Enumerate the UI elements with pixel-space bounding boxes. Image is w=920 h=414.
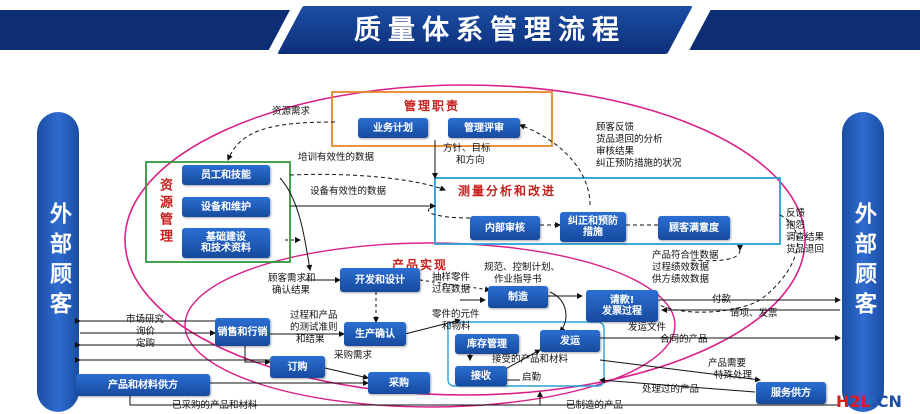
h2l-logo: H2L.CN	[836, 392, 902, 411]
shipping-box[interactable]: 发运	[540, 330, 600, 352]
satisfaction-box[interactable]: 顾客满意度	[658, 216, 730, 240]
invoice-line-2: 发票过程	[602, 306, 642, 317]
label-feedback-1: 顾客反馈	[596, 122, 635, 133]
label-processed: 处理过的产品	[642, 384, 700, 395]
label-start: 启勤	[522, 372, 542, 383]
page-title: 质量体系管理流程	[354, 15, 626, 46]
label-training: 培训有效性的数据	[298, 152, 375, 163]
dev-design-box[interactable]: 开发和设计	[340, 268, 420, 292]
label-right-fb-2: 抱怨	[786, 220, 806, 231]
product-ellipse	[184, 242, 676, 408]
label-sample-1: 抽样零件	[432, 272, 471, 283]
label-right-fb-3: 调查结果	[786, 232, 825, 243]
label-payment: 付款	[712, 294, 732, 305]
management-frame	[331, 91, 553, 147]
label-purchase-needs: 采购需求	[334, 350, 373, 361]
order-box[interactable]: 订购	[270, 356, 325, 378]
label-parts-1: 零件的元件	[432, 309, 480, 320]
label-test-3: 和结果	[296, 334, 325, 345]
service-supplier-box[interactable]: 服务供方	[756, 382, 826, 404]
receiving-box[interactable]: 接收	[455, 366, 507, 386]
label-feedback-2: 货品退回的分析	[596, 134, 663, 145]
label-equipment-data: 设备有效性的数据	[310, 186, 387, 197]
corrective-action-box[interactable]: 纠正和预防 措施	[560, 212, 626, 242]
label-cust-needs-1: 顾客需求和	[268, 273, 316, 284]
manufacture-box[interactable]: 制造	[488, 286, 548, 308]
label-conformity-3: 供方绩效数据	[652, 274, 710, 285]
label-purchased: 已采购的产品和材料	[172, 400, 258, 411]
staff-skills-box[interactable]: 员工和技能	[182, 165, 270, 185]
label-conformity-1: 产品符合性数据	[652, 250, 719, 261]
label-spec-1: 规范、控制计划、	[484, 262, 561, 273]
logo-text-a: H2L	[836, 392, 871, 411]
label-inquiry: 询价	[136, 326, 156, 337]
label-sample-2: 过程数据	[432, 284, 471, 295]
invoice-line-1: 请款!	[609, 295, 635, 306]
inventory-box[interactable]: 库存管理	[455, 334, 519, 354]
material-supplier-box[interactable]: 产品和材料供方	[76, 374, 210, 396]
external-customer-right: 外部顾客	[842, 112, 884, 412]
label-feedback-3: 审核结果	[596, 146, 635, 157]
infrastructure-line-2: 和技术资料	[201, 243, 251, 254]
label-spec-2: 作业指导书	[494, 274, 542, 285]
label-manufactured: 已制造的产品	[566, 400, 624, 411]
resources-frame	[145, 161, 291, 263]
label-special-2: 特殊处理	[714, 370, 753, 381]
label-right-fb-1: 反馈	[786, 208, 806, 219]
label-cust-needs-2: 确认结果	[272, 285, 311, 296]
label-ship-docs: 发运文件	[628, 322, 667, 333]
purchasing-box[interactable]: 采购	[368, 372, 430, 394]
infrastructure-line-1: 基础建设	[206, 232, 246, 243]
equipment-box[interactable]: 设备和维护	[182, 197, 270, 217]
business-plan-box[interactable]: 业务计划	[358, 118, 428, 138]
label-contract-product: 合同的产品	[660, 334, 708, 345]
label-test-2: 的测试准则	[290, 322, 338, 333]
label-right-fb-4: 货品退回	[786, 244, 825, 255]
logo-text-b: .CN	[870, 392, 902, 411]
management-title: 管理职责	[404, 99, 461, 113]
label-policy-2: 和方向	[456, 155, 485, 166]
label-test-1: 过程和产品	[290, 310, 338, 321]
label-received: 接受的产品和材料	[492, 354, 569, 365]
label-special-1: 产品需要	[708, 358, 747, 369]
measurement-frame	[434, 177, 781, 245]
corrective-line-1: 纠正和预防	[568, 216, 618, 227]
measurement-title: 测量分析和改进	[458, 184, 557, 198]
outer-ellipse	[124, 84, 806, 396]
label-market: 市场研究	[126, 314, 165, 325]
label-parts-2: 和物料	[442, 321, 471, 332]
sales-box[interactable]: 销售和行销	[215, 318, 270, 346]
label-conformity-2: 过程绩效数据	[652, 262, 710, 273]
management-review-box[interactable]: 管理评审	[448, 118, 520, 138]
label-feedback-4: 纠正预防措施的状况	[596, 158, 682, 169]
label-invoice: 请项、发票	[730, 308, 778, 319]
inventory-frame	[447, 321, 605, 387]
resources-title: 资源管理	[157, 178, 172, 246]
infrastructure-box[interactable]: 基础建设 和技术资料	[182, 228, 270, 258]
label-resource-needs: 资源需求	[272, 106, 311, 117]
label-policy-1: 方针、目标	[443, 143, 491, 154]
prod-confirm-box[interactable]: 生产确认	[344, 322, 406, 346]
external-customer-left: 外部顾客	[37, 112, 79, 412]
invoice-process-box[interactable]: 请款! 发票过程	[586, 290, 658, 322]
internal-audit-box[interactable]: 内部审核	[470, 216, 540, 240]
label-order-place: 定购	[136, 338, 156, 349]
corrective-line-2: 措施	[583, 227, 603, 238]
